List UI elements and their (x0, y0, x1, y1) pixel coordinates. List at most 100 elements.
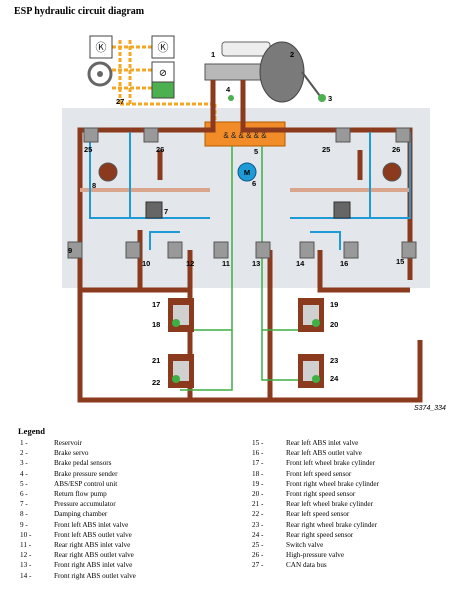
legend-item: 18 -Front left speed sensor (252, 469, 379, 479)
label-27: 27 (116, 97, 124, 106)
legend-title: Legend (18, 426, 45, 436)
can-bus-area: Ⓚ Ⓚ ⊘ (87, 35, 217, 124)
legend-text: Damping chamber (54, 510, 108, 519)
legend-item: 16 - Rear left ABS outlet valve (252, 448, 379, 458)
legend-text: Rear left wheel brake cylinder (286, 500, 374, 509)
legend-number: 24 - (252, 530, 264, 539)
label-25-left: 25 (84, 145, 92, 154)
legend-number: 20 - (252, 490, 264, 499)
hydraulic-diagram: Ⓚ Ⓚ ⊘ & & & & & & M (62, 35, 446, 412)
legend-number: 23 - (252, 520, 264, 529)
legend-number: 18 - (252, 469, 264, 478)
label-1: 1 (211, 50, 215, 59)
legend-item: 11 -Rear right ABS inlet valve (20, 540, 136, 550)
legend-item: 22 -Rear left speed sensor (252, 509, 379, 519)
legend-text: Front left wheel brake cylinder (286, 459, 376, 468)
legend-number: 10 - (20, 530, 32, 539)
switch-valve-right (335, 127, 351, 143)
legend-item: 25 - Switch valve (252, 540, 379, 550)
legend-text: Rear right ABS outlet valve (54, 551, 134, 560)
legend-number: 21 - (252, 500, 264, 509)
legend-text: High-pressure valve (286, 551, 345, 560)
legend-number: 5 - (20, 479, 28, 488)
legend-number: 3 - (20, 459, 28, 468)
legend-item: 20 -Front right speed sensor (252, 489, 379, 499)
hp-valve-left (143, 127, 159, 143)
legend-number: 9 - (20, 520, 28, 529)
label-3: 3 (328, 94, 332, 103)
accumulator-left (145, 201, 163, 219)
legend-item: 12 -Rear right ABS outlet valve (20, 550, 136, 560)
legend-text: Rear left speed sensor (286, 510, 350, 519)
brake-servo (259, 41, 305, 103)
legend-item: 17 -Front left wheel brake cylinder (252, 458, 379, 468)
label-26-left: 26 (156, 145, 164, 154)
legend-text: Front left ABS inlet valve (54, 520, 129, 529)
legend-item: 4 -Brake pressure sender (20, 469, 136, 479)
legend-text: Rear left ABS inlet valve (286, 439, 359, 447)
legend-number: 25 - (252, 541, 264, 550)
legend-text: ABS/ESP control unit (54, 479, 118, 488)
label-19: 19 (330, 300, 338, 309)
label-2: 2 (290, 50, 294, 59)
label-17: 17 (152, 300, 160, 309)
legend-item: 15 -Rear left ABS inlet valve (252, 438, 379, 448)
brake-master-unit (204, 41, 326, 120)
label-13: 13 (252, 259, 260, 268)
legend-item: 3 - Brake pedal sensors (20, 458, 136, 468)
label-15: 15 (396, 257, 404, 266)
label-21: 21 (152, 356, 160, 365)
label-10: 10 (142, 259, 150, 268)
label-5: 5 (254, 147, 258, 156)
switch-valve-left (83, 127, 99, 143)
legend-text: CAN data bus (286, 561, 327, 570)
label-9: 9 (68, 246, 72, 255)
esp-lamp-icon (151, 35, 175, 59)
wheel-brake-cylinders (168, 298, 324, 388)
damping-chamber-left (98, 162, 118, 182)
legend-item: 6 -Return flow pump (20, 489, 136, 499)
brake-pedal-sensor-icon (318, 94, 326, 102)
legend-number: 16 - (252, 449, 264, 458)
legend-number: 4 - (20, 469, 28, 478)
valves (67, 127, 417, 259)
legend-text: Brake servo (54, 449, 89, 458)
legend-item: 14 -Front right ABS outlet valve (20, 571, 136, 581)
legend-text: Pressure accumulator (54, 500, 116, 509)
svg-text:& & & & & &: & & & & & & (223, 131, 267, 140)
legend-item: 27 -CAN data bus (252, 560, 379, 570)
figure-id: S374_334 (414, 405, 446, 412)
svg-text:⊘: ⊘ (159, 68, 167, 79)
legend-number: 1 - (20, 439, 28, 447)
legend-item: 2 -Brake servo (20, 448, 136, 458)
reservoir (221, 41, 271, 57)
legend-text: Switch valve (286, 541, 324, 550)
legend-number: 26 - (252, 551, 264, 560)
label-25-right: 25 (322, 145, 330, 154)
legend-text: Front right ABS outlet valve (54, 571, 136, 580)
legend-number: 8 - (20, 510, 28, 519)
legend-number: 19 - (252, 479, 264, 488)
label-20: 20 (330, 320, 338, 329)
legend-item: 19 -Front right wheel brake cylinder (252, 479, 379, 489)
legend-text: Rear left ABS outlet valve (286, 449, 362, 458)
page-title: ESP hydraulic circuit diagram (14, 6, 145, 17)
accumulator-right (333, 201, 351, 219)
damping-chamber-right (382, 162, 402, 182)
legend-text: Brake pedal sensors (54, 459, 112, 468)
svg-text:Ⓚ: Ⓚ (158, 41, 169, 54)
legend-item: 24 -Rear right speed sensor (252, 530, 379, 540)
label-11: 11 (222, 259, 230, 268)
legend-item: 5 - ABS/ESP control unit (20, 479, 136, 489)
svg-text:Ⓚ: Ⓚ (96, 41, 107, 54)
legend-item: 13 -Front right ABS inlet valve (20, 560, 136, 570)
label-14: 14 (296, 259, 305, 268)
legend-item: 21 - Rear left wheel brake cylinder (252, 499, 379, 509)
legend-item: 26 - High-pressure valve (252, 550, 379, 560)
label-24: 24 (330, 374, 339, 383)
label-6: 6 (252, 179, 256, 188)
legend-text: Rear right ABS inlet valve (54, 541, 131, 550)
legend-text: Front right ABS inlet valve (54, 561, 133, 570)
label-22: 22 (152, 378, 160, 387)
